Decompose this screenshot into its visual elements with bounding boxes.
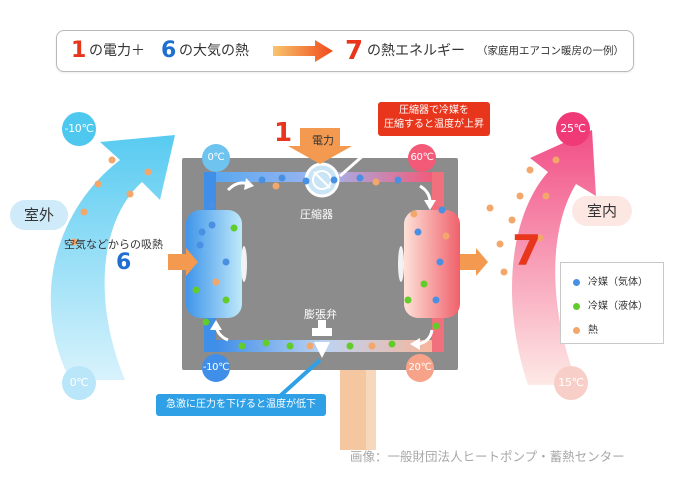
particles-gas bbox=[196, 174, 446, 304]
release-number: 7 bbox=[512, 226, 542, 275]
particles-heat bbox=[70, 156, 560, 350]
absorb-number: 6 bbox=[116, 250, 132, 275]
indoor-coil bbox=[404, 210, 460, 318]
outdoor-temp-in: -10℃ bbox=[62, 112, 96, 146]
expansion-callout: 急激に圧力を下げると温度が低下 bbox=[156, 394, 326, 416]
gas-dot-icon bbox=[573, 278, 580, 286]
indoor-air-arrow bbox=[511, 130, 596, 385]
compressor-callout: 圧縮器で冷媒を 圧縮すると温度が上昇 bbox=[378, 102, 490, 136]
indoor-temp-in: 15℃ bbox=[554, 366, 588, 400]
banner-note: （家庭用エアコン暖房の一例） bbox=[477, 45, 624, 57]
particles-liquid bbox=[192, 224, 440, 350]
absorb-label: 空気などからの吸熱 bbox=[64, 238, 163, 251]
power-label: 電力 bbox=[312, 134, 334, 147]
absorb-heat-arrow bbox=[168, 248, 198, 276]
indoor-fan-icon bbox=[398, 246, 404, 282]
banner-air-number: 6 bbox=[161, 38, 177, 63]
loop-temp-top-right: 60℃ bbox=[408, 144, 436, 172]
expansion-valve-icon bbox=[312, 328, 332, 336]
loop-temp-top-left: 0℃ bbox=[202, 144, 230, 172]
banner-electric-text: の電力＋ bbox=[89, 43, 145, 59]
banner-air-text: の大気の熱 bbox=[179, 43, 249, 59]
expansion-label: 膨張弁 bbox=[304, 308, 337, 321]
banner-electric-number: 1 bbox=[71, 38, 87, 63]
legend-heat: 熱 bbox=[573, 321, 598, 336]
liquid-dot-icon bbox=[573, 302, 580, 310]
power-number: 1 bbox=[274, 118, 293, 148]
summary-banner: 1 の電力＋ 6 の大気の熱 7 の熱エネルギー （家庭用エアコン暖房の一例） bbox=[56, 30, 634, 72]
legend: 冷媒（気体） 冷媒（液体） 熱 bbox=[560, 262, 664, 344]
loop-temp-bottom-right: 20℃ bbox=[406, 354, 434, 382]
banner-total-number: 7 bbox=[345, 36, 364, 66]
outdoor-air-arrow bbox=[50, 135, 175, 380]
indoor-temp-out: 25℃ bbox=[556, 112, 590, 146]
outdoor-label: 室外 bbox=[10, 200, 68, 230]
outdoor-fan-icon bbox=[241, 246, 247, 282]
indoor-label: 室内 bbox=[572, 196, 632, 226]
image-credit: 画像：一般財団法人ヒートポンプ・蓄熱センター bbox=[350, 449, 625, 464]
legend-liquid: 冷媒（液体） bbox=[573, 297, 648, 312]
heat-dot-icon bbox=[573, 326, 580, 334]
release-heat-arrow bbox=[460, 248, 488, 276]
electricity-arrow bbox=[288, 128, 352, 164]
outdoor-coil bbox=[186, 210, 242, 318]
banner-total-text: の熱エネルギー bbox=[367, 43, 465, 59]
loop-temp-bottom-left: -10℃ bbox=[202, 354, 230, 382]
compressor-label: 圧縮器 bbox=[300, 208, 333, 221]
outdoor-temp-out: 0℃ bbox=[62, 366, 96, 400]
unit-box bbox=[182, 158, 458, 370]
legend-gas: 冷媒（気体） bbox=[573, 273, 648, 288]
banner-arrow-icon bbox=[273, 40, 333, 62]
